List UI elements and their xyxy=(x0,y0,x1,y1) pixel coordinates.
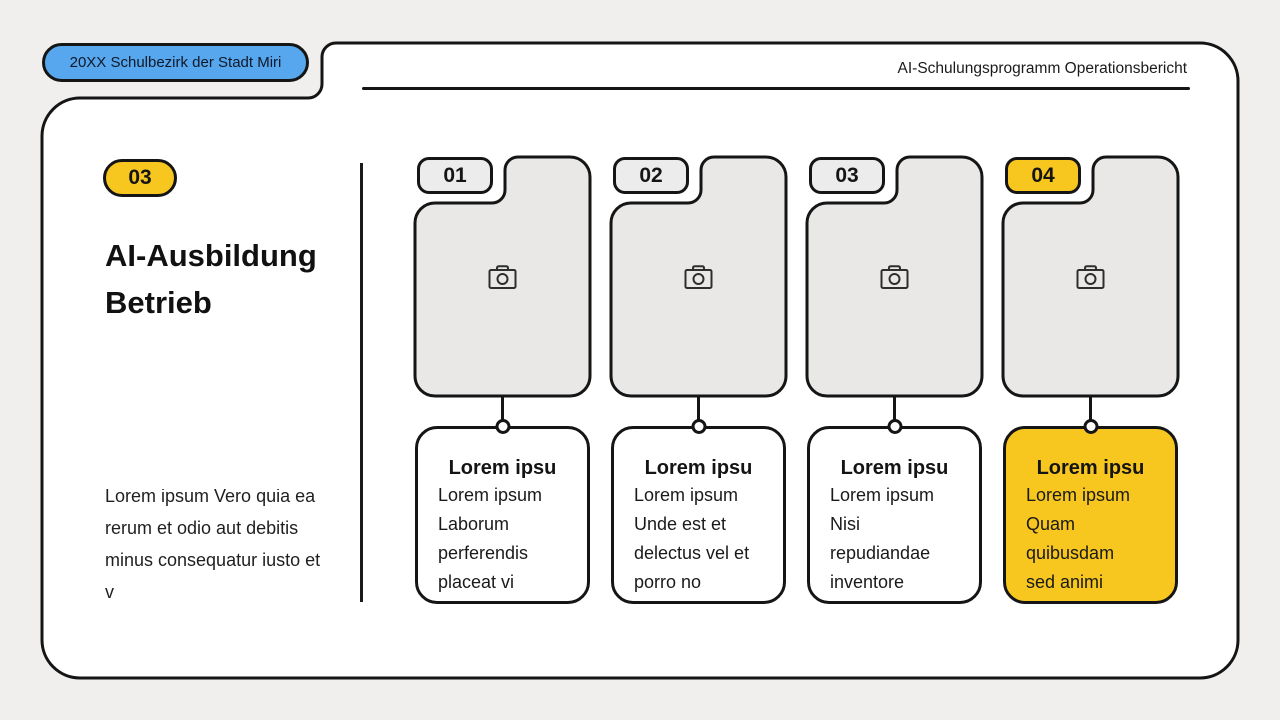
info-card: Lorem ipsu Lorem ipsum Laborum perferend… xyxy=(415,426,590,604)
step-number-tab: 01 xyxy=(417,157,493,194)
info-card-body: Lorem ipsum Laborum perferendis placeat … xyxy=(438,484,543,592)
process-column-3: 03 Lorem ipsu Lorem ipsum Nisi repudiand… xyxy=(805,155,984,604)
process-column-4: 04 Lorem ipsu Lorem ipsum Quam quibusdam… xyxy=(1001,155,1180,604)
connector-line xyxy=(1003,396,1178,434)
connector-line xyxy=(415,396,590,434)
image-placeholder-card: 02 xyxy=(609,155,788,398)
step-number-tab: 03 xyxy=(809,157,885,194)
section-description: Lorem ipsum Vero quia ea rerum et odio a… xyxy=(105,489,337,605)
step-number-tab: 04 xyxy=(1005,157,1081,194)
info-card: Lorem ipsu Lorem ipsum Quam quibusdam se… xyxy=(1003,426,1178,604)
camera-icon xyxy=(1076,265,1105,289)
process-column-1: 01 Lorem ipsu Lorem ipsum Laborum perfer… xyxy=(413,155,592,604)
process-column-2: 02 Lorem ipsu Lorem ipsum Unde est et de… xyxy=(609,155,788,604)
section-title: AI-Ausbildung Betrieb xyxy=(105,238,317,320)
info-card-title: Lorem ipsu xyxy=(644,457,753,479)
info-card-title: Lorem ipsu xyxy=(448,457,557,479)
info-card-body: Lorem ipsum Unde est et delectus vel et … xyxy=(634,484,750,592)
image-placeholder-card: 04 xyxy=(1001,155,1180,398)
connector-dot xyxy=(495,418,510,434)
header-rule xyxy=(362,87,1190,90)
connector-line xyxy=(611,396,786,434)
info-card-title: Lorem ipsu xyxy=(840,457,949,479)
section-number-badge: 03 xyxy=(103,159,177,197)
date-badge: 20XX Schulbezirk der Stadt Miri xyxy=(42,43,309,82)
camera-icon xyxy=(880,265,909,289)
report-title: AI-Schulungsprogramm Operationsbericht xyxy=(897,60,1187,77)
connector-dot xyxy=(691,418,706,434)
process-columns: 01 Lorem ipsu Lorem ipsum Laborum perfer… xyxy=(413,155,1180,604)
info-card: Lorem ipsu Lorem ipsum Nisi repudiandae … xyxy=(807,426,982,604)
connector-line xyxy=(807,396,982,434)
notched-card-shape xyxy=(805,155,984,398)
section-description-text: Lorem ipsum Vero quia ea rerum et odio a… xyxy=(105,489,321,602)
notched-card-shape xyxy=(1001,155,1180,398)
vertical-divider xyxy=(360,163,363,602)
image-placeholder-card: 01 xyxy=(413,155,592,398)
notched-card-shape xyxy=(413,155,592,398)
info-card: Lorem ipsu Lorem ipsum Unde est et delec… xyxy=(611,426,786,604)
info-card-body: Lorem ipsum Nisi repudiandae inventore xyxy=(830,484,935,592)
info-card-body: Lorem ipsum Quam quibusdam sed animi xyxy=(1026,484,1131,592)
camera-icon xyxy=(684,265,713,289)
connector-dot xyxy=(887,418,902,434)
step-number-tab: 02 xyxy=(613,157,689,194)
camera-icon xyxy=(488,265,517,289)
notched-card-shape xyxy=(609,155,788,398)
image-placeholder-card: 03 xyxy=(805,155,984,398)
info-card-title: Lorem ipsu xyxy=(1036,457,1145,479)
connector-dot xyxy=(1083,418,1098,434)
